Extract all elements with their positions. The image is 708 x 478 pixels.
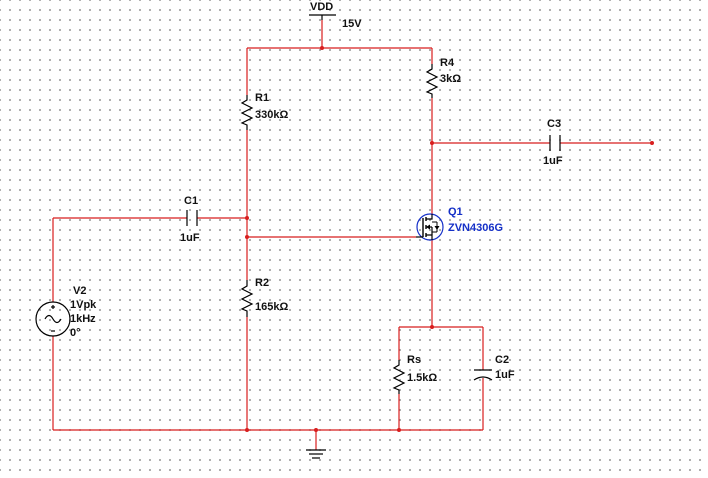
wires: [52, 20, 652, 450]
capacitor-icon[interactable]: [186, 210, 198, 226]
junction-gate-c1: [245, 216, 249, 220]
rs-value: 1.5kΩ: [407, 372, 437, 384]
junction-r2-ground: [245, 428, 249, 432]
r4-ref: R4: [440, 57, 455, 69]
r2-ref: R2: [255, 277, 269, 289]
vdd-rail-icon[interactable]: [309, 14, 336, 20]
ground-icon[interactable]: [306, 449, 326, 459]
c2-value: 1uF: [495, 369, 515, 381]
junction-gate: [245, 235, 249, 239]
ac-source-icon[interactable]: [35, 301, 71, 337]
vdd-value: 15V: [342, 18, 362, 30]
c3-value: 1uF: [543, 155, 563, 167]
c3-ref: C3: [547, 118, 561, 130]
rs-ref: Rs: [407, 354, 421, 366]
resistor-icon[interactable]: [240, 95, 254, 130]
v2-amplitude: 1Vpk: [70, 299, 97, 311]
junctions: [245, 46, 654, 432]
c1-ref: C1: [184, 195, 198, 207]
junction-source: [430, 325, 434, 329]
output-terminal[interactable]: [650, 141, 654, 145]
v2-phase: 0°: [70, 327, 81, 339]
r1-ref: R1: [255, 92, 269, 104]
resistor-icon[interactable]: [425, 64, 439, 98]
resistor-icon[interactable]: [240, 280, 254, 317]
q1-value: ZVN4306G: [448, 222, 503, 234]
q1-ref: Q1: [448, 206, 463, 218]
junction-rs-ground: [397, 428, 401, 432]
capacitor-icon[interactable]: [549, 135, 561, 151]
c2-ref: C2: [495, 354, 509, 366]
nmos-transistor-icon[interactable]: [416, 213, 444, 241]
r1-value: 330kΩ: [255, 109, 288, 121]
junction-ground: [314, 428, 318, 432]
v2-ref: V2: [73, 285, 86, 297]
vdd-label: VDD: [310, 1, 333, 13]
c1-value: 1uF: [180, 232, 200, 244]
resistor-icon[interactable]: [392, 360, 406, 394]
junction-vdd: [320, 46, 324, 50]
junction-drain: [430, 141, 434, 145]
capacitor-icon[interactable]: [473, 369, 493, 381]
v2-frequency: 1kHz: [70, 313, 96, 325]
r2-value: 165kΩ: [255, 301, 288, 313]
r4-value: 3kΩ: [440, 73, 461, 85]
